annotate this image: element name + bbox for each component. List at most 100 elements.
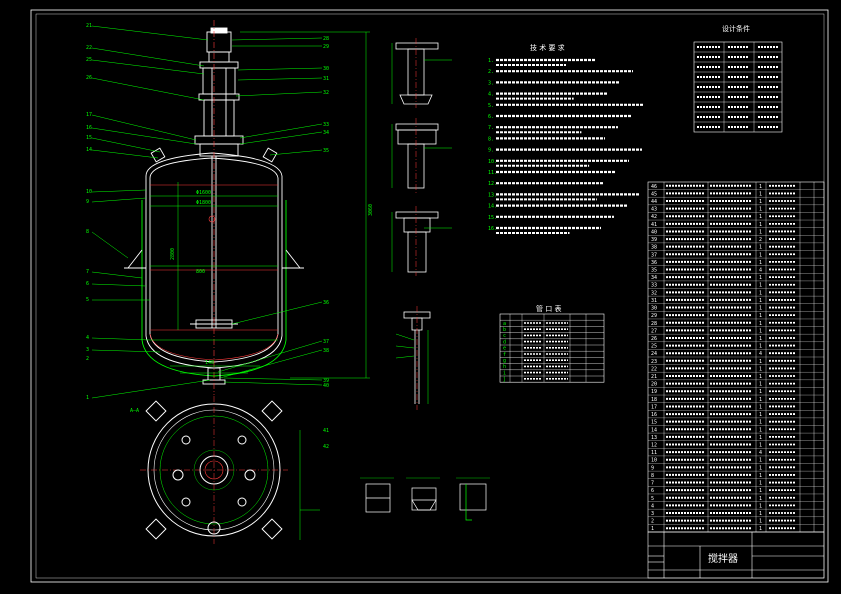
callout-29: 29 (323, 44, 329, 50)
callout-22: 22 (86, 45, 92, 51)
tech-req-number: 5. (488, 103, 494, 109)
part-qty: 1 (759, 511, 762, 517)
part-number: 20 (651, 382, 657, 388)
part-qty: 1 (759, 397, 762, 403)
part-number: 25 (651, 344, 657, 350)
part-qty: 1 (759, 359, 762, 365)
nozzle-table-title: 管 口 表 (536, 304, 561, 313)
part-qty: 1 (759, 496, 762, 502)
part-number: 39 (651, 237, 657, 243)
callout-36: 36 (323, 300, 329, 306)
tech-req-number: 11. (488, 170, 497, 176)
part-number: 4 (651, 503, 654, 509)
part-number: 2 (651, 519, 654, 525)
part-qty: 1 (759, 283, 762, 289)
callout-7: 7 (86, 269, 89, 275)
tech-req-number: 4. (488, 92, 494, 98)
part-qty: 1 (759, 222, 762, 228)
part-qty: 1 (759, 488, 762, 494)
nozzle-id: e (503, 346, 506, 352)
part-number: 21 (651, 374, 657, 380)
tech-req-number: 10. (488, 159, 497, 165)
part-qty: 4 (759, 450, 762, 456)
nozzle-id: g (503, 358, 506, 364)
part-number: 27 (651, 328, 657, 334)
part-number: 9 (651, 465, 654, 471)
part-qty: 1 (759, 229, 762, 235)
callout-35: 35 (323, 148, 329, 154)
callout-10: 10 (86, 189, 92, 195)
tech-req-number: 2. (488, 69, 494, 75)
dimension-lines (91, 25, 370, 399)
part-number: 44 (651, 199, 657, 205)
part-qty: 1 (759, 336, 762, 342)
part-qty: 1 (759, 389, 762, 395)
part-number: 16 (651, 412, 657, 418)
part-number: 14 (651, 427, 657, 433)
part-qty: 1 (759, 344, 762, 350)
part-qty: 1 (759, 473, 762, 479)
part-qty: 1 (759, 191, 762, 197)
part-qty: 1 (759, 435, 762, 441)
part-number: 1 (651, 526, 654, 532)
callout-6: 6 (86, 281, 89, 287)
hidden-lines (149, 20, 279, 395)
part-qty: 1 (759, 328, 762, 334)
part-qty: 1 (759, 366, 762, 372)
tech-req-number: 7. (488, 125, 494, 131)
part-number: 24 (651, 351, 657, 357)
part-qty: 1 (759, 298, 762, 304)
callout-31: 31 (323, 76, 329, 82)
callout-1: 1 (86, 395, 89, 401)
part-qty: 1 (759, 207, 762, 213)
callout-21: 21 (86, 23, 92, 29)
detail-dims (391, 43, 452, 404)
tech-req-number: 12. (488, 181, 497, 187)
part-number: 45 (651, 191, 657, 197)
part-qty: 1 (759, 275, 762, 281)
part-number: 12 (651, 443, 657, 449)
part-qty: 1 (759, 214, 762, 220)
part-qty: 1 (759, 420, 762, 426)
part-callouts-right: 28 29 30 31 32 33 34 35 36 37 38 39 40 4… (323, 36, 329, 450)
part-qty: 1 (759, 321, 762, 327)
tech-req-number: 6. (488, 114, 494, 120)
tech-req-number: 1. (488, 58, 494, 64)
part-number: 6 (651, 488, 654, 494)
part-number: 32 (651, 290, 657, 296)
tech-req-number: 8. (488, 136, 494, 142)
part-number: 33 (651, 283, 657, 289)
part-qty: 4 (759, 268, 762, 274)
part-qty: 1 (759, 412, 762, 418)
detail-views (395, 42, 439, 404)
part-number: 42 (651, 214, 657, 220)
part-number: 7 (651, 481, 654, 487)
part-number: 15 (651, 420, 657, 426)
callout-41: 41 (323, 428, 329, 434)
nozzle-id: i (503, 370, 506, 376)
section-label-a: A—A (130, 408, 139, 414)
dimension-texts: Φ1600 Φ1800 2800 3060 140 800 (170, 190, 374, 366)
tech-req-number: 3. (488, 80, 494, 86)
part-qty: 1 (759, 313, 762, 319)
part-qty: 1 (759, 184, 762, 190)
callout-2: 2 (86, 356, 89, 362)
part-number: 36 (651, 260, 657, 266)
nozzle-id: c (503, 333, 506, 339)
design-conditions-table (693, 41, 783, 133)
nozzle-id: a (503, 321, 506, 327)
tech-req-title: 技 术 要 求 (530, 43, 565, 52)
part-number: 34 (651, 275, 657, 281)
callout-33: 33 (323, 122, 329, 128)
part-number: 46 (651, 184, 657, 190)
part-number: 35 (651, 268, 657, 274)
nozzle-id: d (503, 339, 506, 345)
nozzle-id: j (503, 377, 506, 383)
nozzle-id: f (503, 352, 506, 358)
title-block (647, 531, 825, 579)
dim-a: 800 (196, 269, 205, 275)
part-qty: 1 (759, 526, 762, 532)
part-qty: 1 (759, 443, 762, 449)
plan-view (140, 396, 320, 544)
